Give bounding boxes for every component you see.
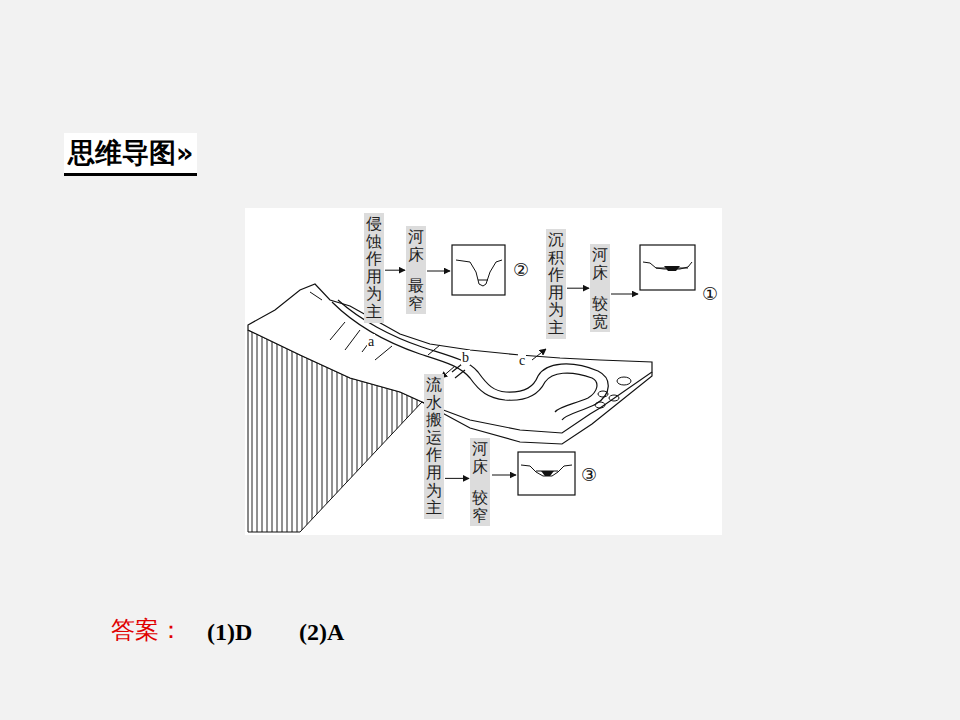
callout-number: ①	[701, 284, 719, 304]
text-column: 河床较窄	[470, 438, 490, 526]
answer-text: (1)D	[206, 619, 253, 645]
point-label: c	[518, 353, 526, 368]
vertical-text: 沉积作用为主	[548, 231, 564, 337]
vertical-text: 河床	[472, 440, 488, 475]
callout-number: ③	[580, 465, 598, 485]
leader-arrow	[532, 349, 546, 360]
text-column: 侵蚀作用为主	[364, 213, 384, 323]
text-column: 河床较宽	[590, 244, 610, 332]
leader-arrow	[492, 475, 516, 476]
section-mark	[452, 364, 465, 378]
flow-arrow	[385, 270, 405, 271]
text-column: 沉积作用为主	[546, 229, 566, 339]
block-edge	[422, 372, 652, 444]
leader-arrow	[611, 294, 638, 295]
flow-arrow	[567, 288, 589, 289]
point-label: a	[367, 334, 375, 349]
vertical-text: 较宽	[592, 295, 608, 330]
vertical-text: 最窄	[408, 277, 424, 312]
figure-ground	[245, 208, 722, 535]
vertical-text: 较窄	[472, 489, 488, 524]
point-label: b	[461, 350, 470, 365]
cross-section	[640, 245, 695, 290]
vertical-text: 河床	[408, 228, 424, 263]
answer-text: (2)A	[298, 619, 345, 645]
vertical-text: 流水搬运作用为主	[426, 376, 442, 517]
leader-arrow	[427, 271, 450, 272]
text-column: 流水搬运作用为主	[424, 374, 444, 519]
cross-section	[452, 245, 505, 295]
slide-title: 思维导图»	[64, 133, 197, 176]
answer-text: 答案：	[110, 617, 184, 643]
flow-arrow	[445, 478, 469, 479]
vertical-text: 河床	[592, 246, 608, 281]
callout-number: ②	[512, 260, 530, 280]
cross-section	[518, 452, 575, 495]
text-column: 河床最窄	[406, 226, 426, 314]
vertical-text: 侵蚀作用为主	[366, 215, 382, 321]
